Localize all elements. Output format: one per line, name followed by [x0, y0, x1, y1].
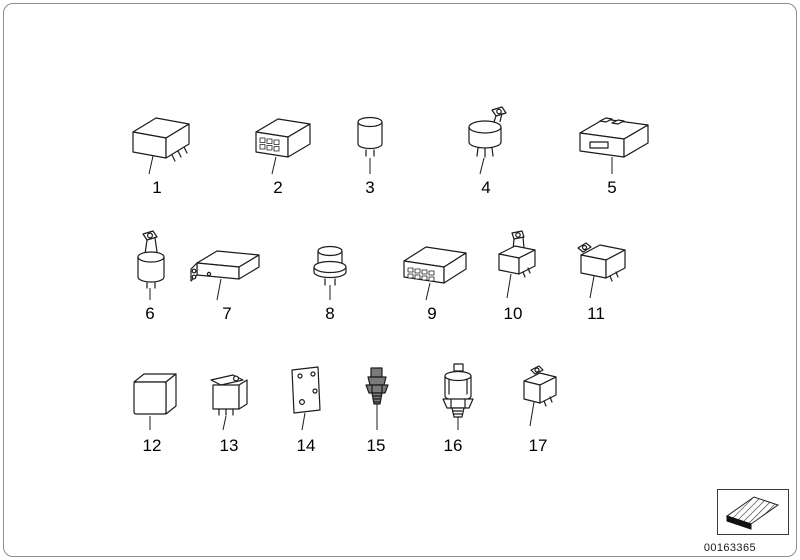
part-item-2: 2 — [230, 100, 326, 198]
part-item-15: 15 — [328, 358, 424, 456]
relay-drawing-4 — [468, 106, 507, 175]
part-item-9: 9 — [384, 226, 480, 324]
part-number-label[interactable]: 3 — [365, 178, 375, 197]
relay-drawing-3 — [357, 116, 383, 174]
part-item-11: 11 — [548, 226, 644, 324]
relay-drawing-7 — [190, 250, 260, 301]
part-item-12: 12 — [104, 358, 200, 456]
relay-drawing-13 — [210, 374, 248, 431]
part-number-label[interactable]: 5 — [607, 178, 617, 197]
relay-drawing-10 — [498, 230, 536, 299]
part-number-label[interactable]: 9 — [427, 304, 437, 323]
switch-drawing-16 — [442, 363, 474, 430]
diagram-sheet-icon — [725, 496, 780, 530]
part-item-3: 3 — [322, 100, 418, 198]
sensor-drawing-15 — [365, 367, 389, 430]
part-number-label[interactable]: 12 — [142, 436, 162, 455]
part-item-8: 8 — [282, 226, 378, 324]
relay-drawing-8 — [313, 245, 347, 300]
relay-drawing-1 — [132, 117, 190, 175]
part-number-label[interactable]: 8 — [325, 304, 335, 323]
part-number-label[interactable]: 13 — [219, 436, 239, 455]
document-number: 00163365 — [703, 542, 756, 554]
relay-drawing-12 — [133, 373, 177, 430]
relay-drawing-5 — [579, 117, 649, 174]
part-item-6: 6 — [102, 226, 198, 324]
part-number-label[interactable]: 15 — [366, 436, 386, 455]
diagram-thumbnail-box[interactable] — [717, 489, 789, 535]
part-item-17: 17 — [490, 358, 586, 456]
part-item-10: 10 — [465, 226, 561, 324]
part-number-label[interactable]: 16 — [443, 436, 463, 455]
part-item-14: 14 — [258, 358, 354, 456]
part-item-13: 13 — [181, 358, 277, 456]
relay-drawing-17 — [523, 365, 557, 427]
part-number-label[interactable]: 10 — [503, 304, 523, 323]
part-item-16: 16 — [405, 358, 501, 456]
part-number-label[interactable]: 2 — [273, 178, 283, 197]
part-number-label[interactable]: 1 — [152, 178, 162, 197]
part-number-label[interactable]: 17 — [528, 436, 548, 455]
part-number-label[interactable]: 7 — [222, 304, 232, 323]
part-number-label[interactable]: 6 — [145, 304, 155, 323]
part-number-label[interactable]: 4 — [481, 178, 491, 197]
part-item-7: 7 — [179, 226, 275, 324]
part-item-1: 1 — [109, 100, 205, 198]
part-number-label[interactable]: 11 — [587, 304, 605, 323]
relay-drawing-6 — [137, 230, 165, 300]
part-item-5: 5 — [564, 100, 660, 198]
relay-drawing-11 — [577, 242, 626, 299]
part-item-4: 4 — [438, 100, 534, 198]
part-number-label[interactable]: 14 — [296, 436, 316, 455]
relay-drawing-2 — [255, 118, 311, 175]
bracket-plate-drawing-14 — [291, 366, 321, 431]
control-unit-drawing-9 — [403, 246, 467, 301]
